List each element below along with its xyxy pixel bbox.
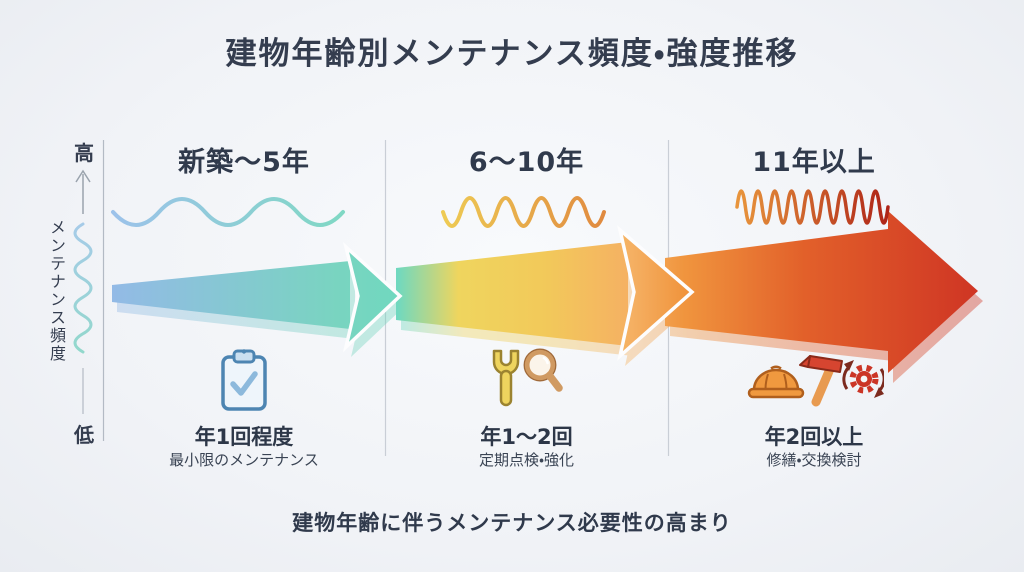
- axis-low-label: 低: [74, 423, 94, 447]
- page-title: 建物年齢別メンテナンス頻度・強度推移: [225, 36, 799, 72]
- description-label-2: 定期点検・強化: [478, 451, 575, 469]
- helmet-hammer-gear-icon: [747, 355, 884, 407]
- axis-high-label: 高: [74, 141, 94, 165]
- frequency-waves: [73, 189, 890, 354]
- axis-squiggle-icon: [73, 222, 93, 354]
- period-label-2: 6〜10年: [468, 147, 585, 178]
- wrench-icon: [492, 349, 520, 376]
- frequency-label-2: 年1〜2回: [480, 425, 573, 449]
- hammer-icon: [799, 355, 843, 407]
- frequency-label-3: 年2回以上: [764, 425, 864, 449]
- wave-intense-icon: [735, 189, 890, 225]
- clipboard-check-icon: [221, 349, 267, 411]
- period-label-3: 11年以上: [752, 147, 876, 178]
- description-label-3: 修繕・交換検討: [766, 451, 862, 469]
- wave-medium-icon: [441, 196, 606, 228]
- frequency-label-1: 年1回程度: [194, 425, 294, 449]
- hard-hat-icon: [747, 365, 805, 399]
- arrow-segment-3: [665, 211, 978, 373]
- axis-up-arrowhead-icon: [75, 169, 91, 183]
- gradient-arrow: [112, 211, 978, 373]
- wrench-magnifier-icon: [492, 348, 563, 407]
- period-label-1: 新築〜5年: [178, 147, 310, 178]
- arrow-chevron-1: [342, 241, 403, 353]
- wave-calm-icon: [111, 197, 345, 227]
- description-label-1: 最小限のメンテナンス: [169, 451, 319, 469]
- arrow-segment-1: [112, 261, 350, 329]
- bottom-caption: 建物年齢に伴うメンテナンス必要性の高まり: [292, 511, 732, 535]
- arrow-segment-2: [396, 242, 628, 346]
- frequency-axis: [75, 140, 105, 441]
- arrow-chevron-2: [617, 225, 695, 361]
- axis-title: メンテナンス頻度: [47, 219, 66, 363]
- gear-cycle-icon: [842, 360, 884, 398]
